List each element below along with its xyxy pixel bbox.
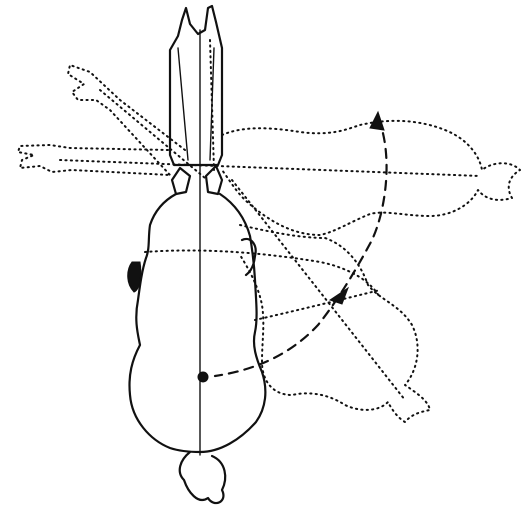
arc-arrowhead-middle — [330, 288, 348, 304]
dotted-midline-horizontal — [60, 160, 480, 176]
dotted-head-diagonal — [68, 65, 185, 175]
rotation-arc-path — [215, 118, 387, 376]
horse-left-ear — [172, 168, 190, 194]
horse-tail — [180, 452, 225, 503]
dotted-horse-rotated-upper — [222, 121, 520, 235]
horse-head-outline — [170, 6, 222, 165]
dotted-body-upper-outline — [222, 121, 520, 235]
horse-hip-pivot-dot — [198, 372, 208, 382]
solid-horse-straight — [128, 6, 266, 503]
dotted-withers-line — [255, 290, 380, 320]
rotation-arc — [215, 112, 387, 376]
horse-head-inner-left — [178, 48, 188, 160]
dotted-horse-rotated-lower — [145, 180, 430, 422]
horse-body-outline — [129, 194, 265, 452]
